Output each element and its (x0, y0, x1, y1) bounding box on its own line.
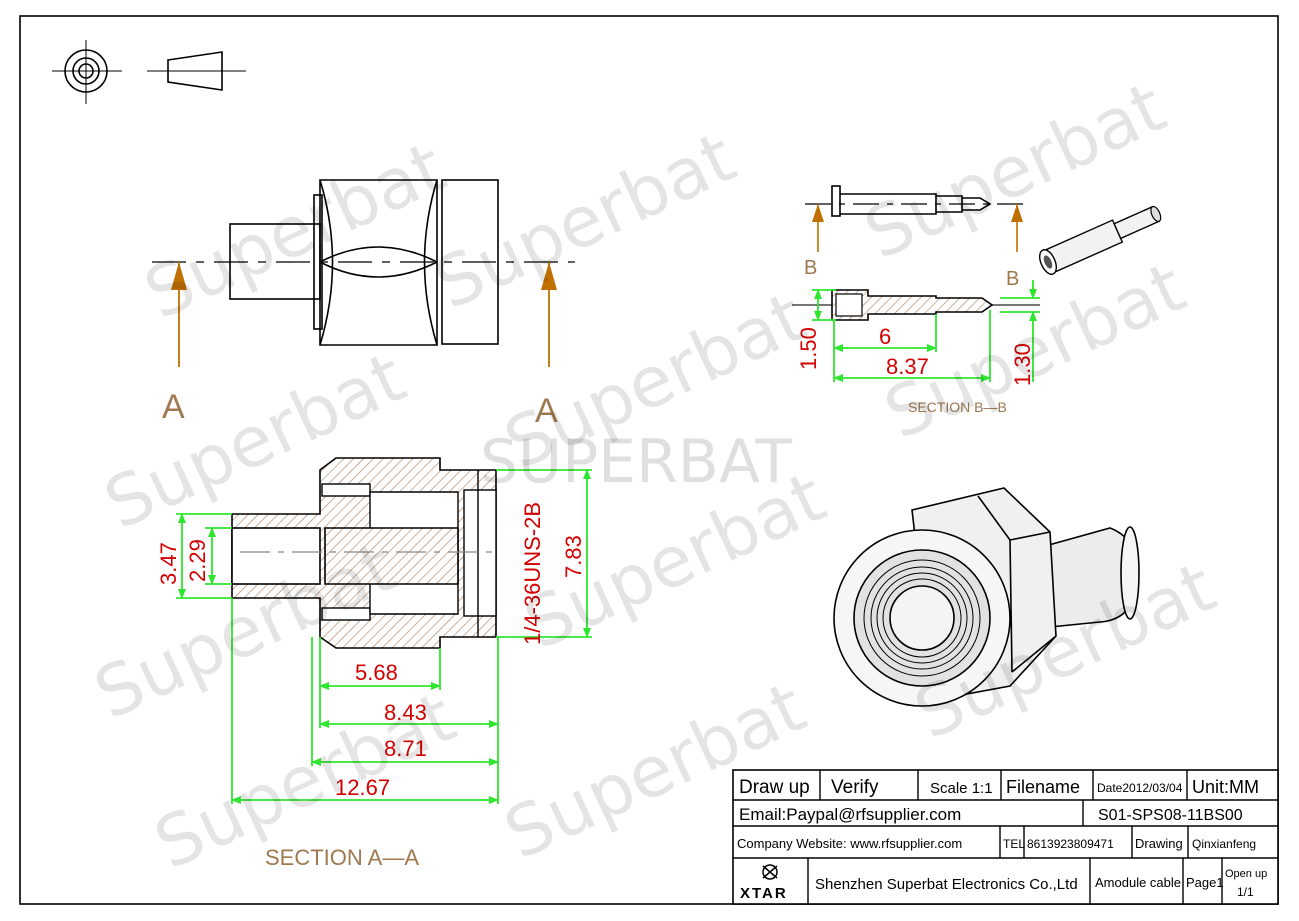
dim-7-83: 7.83 (561, 535, 586, 578)
tb-page: Page1 (1186, 875, 1224, 890)
dim-8-71: 8.71 (384, 736, 427, 761)
tb-unit: Unit:MM (1192, 777, 1259, 797)
title-block: Draw up Verify Scale 1:1 Filename Date20… (732, 769, 1279, 905)
watermark-2: Superbat (423, 116, 748, 325)
dim-8-37: 8.37 (886, 354, 929, 379)
tb-company: Shenzhen Superbat Electronics Co.,Ltd (815, 876, 1078, 893)
cut-arrow-b-left (812, 204, 824, 252)
tb-drawer: Qinxianfeng (1192, 837, 1256, 851)
cut-label-b-right: B (1006, 268, 1019, 290)
dim-3-47: 3.47 (156, 542, 181, 585)
tb-open-up: Open up (1225, 868, 1267, 880)
section-a-a-label: SECTION A—A (265, 845, 419, 870)
watermark-layer: SUPERBAT Superbat Superbat Superbat Supe… (83, 66, 1228, 885)
connector-elevation-view: A A (152, 179, 575, 430)
tb-email: Email:Paypal@rfsupplier.com (739, 805, 961, 824)
dim-1-50: 1.50 (796, 327, 821, 370)
section-a-a-view (231, 457, 500, 649)
watermark-brand: SUPERBAT (480, 427, 792, 497)
tb-product: Amodule cable (1095, 875, 1181, 890)
section-b-b-view (792, 289, 1040, 321)
cut-arrow-right (541, 262, 557, 367)
watermark-1: Superbat (133, 126, 458, 335)
tb-tel-label: TEL (1003, 837, 1025, 851)
connector-3d-illustration (833, 487, 1140, 707)
watermark-3: Superbat (853, 66, 1178, 275)
tb-scale: Scale 1:1 (930, 780, 993, 797)
xtar-logo-icon (762, 864, 778, 880)
dim-5-68: 5.68 (355, 660, 398, 685)
tb-website: Company Website: www.rfsupplier.com (737, 836, 962, 851)
dim-6: 6 (879, 324, 891, 349)
sheet-border (19, 15, 1279, 905)
tb-draw-up: Draw up (739, 777, 810, 798)
watermark-6: Superbat (873, 246, 1198, 455)
dim-2-29: 2.29 (185, 539, 210, 582)
tb-open-up-value: 1/1 (1237, 885, 1254, 899)
tb-tel: 8613923809471 (1027, 837, 1114, 851)
tb-verify: Verify (831, 777, 879, 798)
section-b-dimension-lines (812, 280, 1040, 382)
projection-symbol (52, 40, 246, 104)
cut-arrow-left (171, 262, 187, 367)
dim-8-43: 8.43 (384, 700, 427, 725)
tb-filename: Filename (1006, 777, 1080, 797)
cut-arrow-b-right (1011, 204, 1023, 252)
cut-label-a-right: A (535, 392, 558, 430)
cut-label-b-left: B (804, 257, 817, 279)
pin-3d-illustration (1039, 205, 1162, 275)
tb-logo-text: XTAR (740, 885, 788, 902)
cut-label-a-left: A (162, 388, 185, 426)
dim-12-67: 12.67 (335, 775, 390, 800)
tb-part-number: S01-SPS08-11BS00 (1098, 807, 1243, 824)
section-a-dimension-lines (176, 469, 592, 804)
dim-thread: 1/4-36UNS-2B (520, 502, 545, 645)
section-b-b-label: SECTION B—B (908, 399, 1007, 415)
dim-1-30: 1.30 (1010, 343, 1035, 386)
tb-drawing-label: Drawing (1135, 836, 1183, 851)
tb-date: Date2012/03/04 (1097, 781, 1183, 795)
